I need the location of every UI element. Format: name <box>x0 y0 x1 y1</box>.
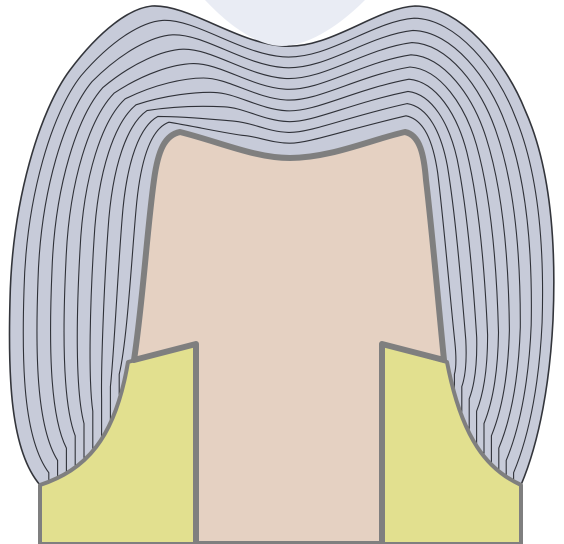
cross-section-diagram <box>0 0 564 544</box>
